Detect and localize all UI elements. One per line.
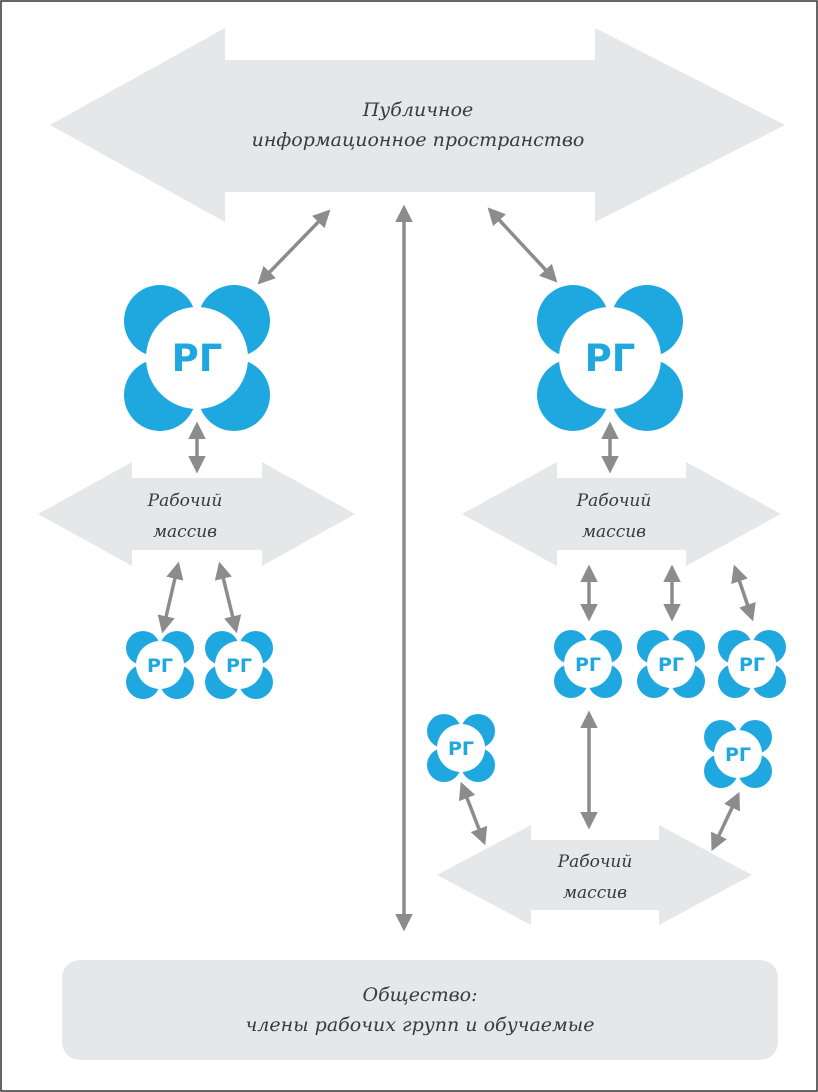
public-space-title-line2: информационное пространство (252, 129, 585, 151)
rg-label: РГ (448, 738, 474, 760)
connector-public-rg-left (257, 209, 331, 285)
work-array-bottom-line1: Рабочий (557, 852, 633, 872)
work-array-right-line1: Рабочий (576, 491, 652, 511)
connector-public-rg-right (487, 207, 558, 283)
rg-label: РГ (725, 744, 751, 766)
connector-rg7-array-bottom (711, 791, 740, 852)
rg-node-large-left: РГ (124, 285, 270, 431)
society-title: Общество: (363, 984, 478, 1006)
rg-node-small-7: РГ (704, 720, 772, 788)
work-array-left-line1: Рабочий (147, 491, 223, 511)
rg-node-small-1: РГ (126, 631, 194, 699)
work-array-arrow-bottom (437, 825, 752, 925)
rg-label: РГ (658, 654, 684, 676)
society-box (62, 960, 778, 1060)
rg-node-small-5: РГ (718, 630, 786, 698)
rg-node-large-right: РГ (537, 285, 683, 431)
work-array-left-line2: массив (153, 522, 217, 542)
work-array-arrow-right (462, 462, 781, 566)
public-space-title-line1: Публичное (362, 99, 474, 121)
rg-node-small-2: РГ (205, 631, 273, 699)
connector-rg6-array-bottom (458, 781, 488, 846)
rg-label: РГ (739, 654, 765, 676)
rg-node-small-3: РГ (554, 630, 622, 698)
work-array-right-line2: массив (582, 522, 646, 542)
rg-label: РГ (575, 654, 601, 676)
rg-label: РГ (226, 655, 252, 677)
rg-node-small-6: РГ (427, 714, 495, 782)
connector-array-left-rg2 (214, 561, 242, 634)
work-array-arrow-left (38, 462, 355, 566)
connector-array-right-rg5 (731, 564, 756, 622)
society-subtitle: члены рабочих групп и обучаемые (245, 1014, 594, 1036)
connector-array-left-rg1 (157, 561, 184, 634)
public-space-arrow (50, 28, 785, 222)
rg-label: РГ (172, 337, 223, 380)
work-array-bottom-line2: массив (563, 883, 627, 903)
rg-label: РГ (585, 337, 636, 380)
rg-label: РГ (147, 655, 173, 677)
connectors (157, 204, 756, 932)
rg-node-small-4: РГ (637, 630, 705, 698)
